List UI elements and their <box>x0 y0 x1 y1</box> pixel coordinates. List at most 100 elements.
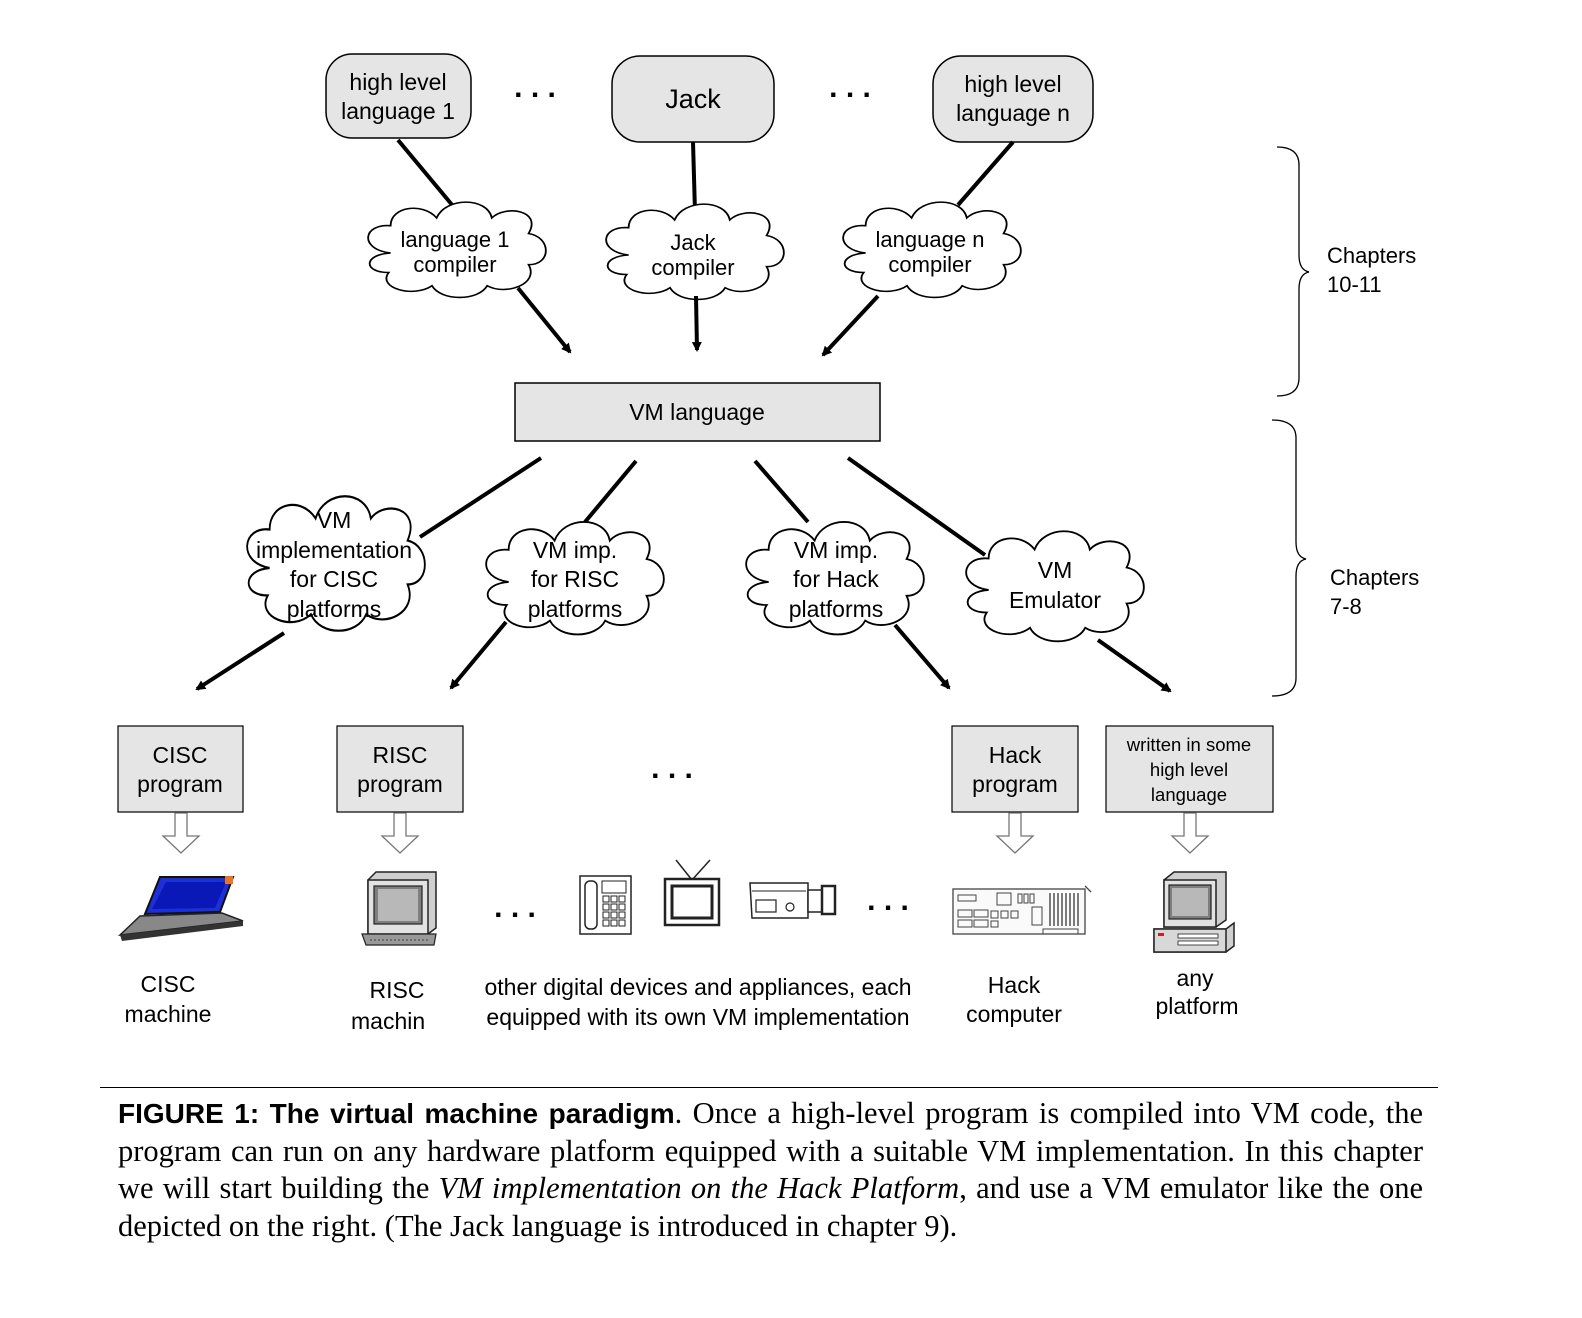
jack-box: Jack <box>611 55 775 143</box>
desktop-computer-icon <box>361 871 437 946</box>
compiler1-line1: language 1 <box>401 227 510 252</box>
vm-emulator-line1: VM <box>1038 557 1073 583</box>
compiler1-line2: compiler <box>413 252 496 277</box>
vm-language-label: VM language <box>629 399 765 425</box>
vm-cisc-line3: for CISC <box>290 566 378 592</box>
caption-label: FIGURE 1: The virtual machine paradigm <box>118 1098 675 1129</box>
jack-compiler-line2: compiler <box>651 255 734 280</box>
vm-language-box: VM language <box>514 382 881 442</box>
down-arrow-icon <box>995 812 1035 854</box>
lang1-box: high level language 1 <box>325 53 472 139</box>
vm-risc-line3: platforms <box>528 596 623 622</box>
arrow-cisc-program <box>195 631 286 691</box>
circuit-board-icon <box>952 885 1092 935</box>
jack-label: Jack <box>665 84 721 114</box>
brace-bottom-line2: 7-8 <box>1330 594 1362 619</box>
vm-paradigm-diagram: high level language 1 . . . Jack . . . h… <box>117 53 1419 1036</box>
compilern-line1: language n <box>876 227 985 252</box>
any-platform-line2: platform <box>1155 993 1238 1019</box>
langn-line2: language n <box>956 100 1070 126</box>
hack-program-line1: Hack <box>989 742 1042 768</box>
arrow-compiler1-vm <box>516 286 572 354</box>
down-arrow-icon <box>161 812 201 854</box>
compiler1-cloud: language 1 compiler <box>367 201 547 299</box>
line-vm-emulator <box>846 456 987 557</box>
camcorder-icon <box>749 882 837 919</box>
device-ellipsis-right: . . . <box>867 884 909 917</box>
any-platform-line1: any <box>1176 965 1214 991</box>
phone-icon <box>579 875 632 935</box>
cisc-program-line1: CISC <box>153 742 208 768</box>
other-devices-line2: equipped with its own VM implementation <box>486 1004 909 1030</box>
line-langn-compiler <box>956 140 1015 207</box>
highlevel-program-box: written in some high level language <box>1105 725 1274 813</box>
device-ellipsis-left: . . . <box>494 891 536 924</box>
compilern-line2: compiler <box>888 252 971 277</box>
highlevel-line1: written in some <box>1126 734 1251 755</box>
line-lang1-compiler <box>396 138 460 214</box>
line-vm-hack <box>753 459 810 524</box>
vm-hack-line1: VM imp. <box>794 537 878 563</box>
highlevel-line2: high level <box>1150 759 1228 780</box>
risc-program-line1: RISC <box>373 742 428 768</box>
vm-hack-line3: platforms <box>789 596 884 622</box>
caption-divider <box>100 1087 1438 1088</box>
vm-emulator-cloud: VM Emulator <box>965 530 1145 643</box>
risc-program-line2: program <box>357 771 443 797</box>
vm-risc-line2: for RISC <box>531 566 619 592</box>
vm-emulator-line2: Emulator <box>1009 587 1101 613</box>
vm-cisc-cloud: VM implementation for CISC platforms <box>246 495 426 632</box>
line-jack-compiler <box>691 141 697 213</box>
caption-text-2: , and use a VM emulator like the one dep… <box>118 1171 1424 1243</box>
vm-risc-cloud: VM imp. for RISC platforms <box>485 521 665 636</box>
line-vm-cisc <box>418 456 543 539</box>
vm-cisc-line1: VM <box>317 507 352 533</box>
program-ellipsis: . . . <box>651 752 693 785</box>
risc-machine-line1: RISC <box>370 977 425 1003</box>
hack-program-box: Hack program <box>951 725 1079 813</box>
top-ellipsis-left: . . . <box>514 71 556 104</box>
cisc-program-box: CISC program <box>117 725 244 813</box>
pc-tower-icon <box>1153 871 1235 953</box>
lang1-line2: language 1 <box>341 98 455 124</box>
hack-computer-line1: Hack <box>988 972 1041 998</box>
highlevel-line3: language <box>1151 784 1227 805</box>
vm-hack-cloud: VM imp. for Hack platforms <box>745 521 925 636</box>
vm-hack-line2: for Hack <box>793 566 879 592</box>
langn-line1: high level <box>964 71 1061 97</box>
vm-risc-line1: VM imp. <box>533 537 617 563</box>
down-arrow-icon <box>380 812 420 854</box>
figure-caption: FIGURE 1: The virtual machine paradigm. … <box>118 1095 1423 1245</box>
arrow-risc-program <box>449 620 508 690</box>
compilern-cloud: language n compiler <box>842 201 1022 299</box>
brace-bottom-line1: Chapters <box>1330 565 1419 590</box>
arrow-hack-program <box>893 623 951 690</box>
langn-box: high level language n <box>932 55 1094 143</box>
down-arrow-icon <box>1170 812 1210 854</box>
top-ellipsis-right: . . . <box>829 71 871 104</box>
caption-emphasis: VM implementation on the Hack Platform <box>438 1171 960 1205</box>
cisc-machine-line1: CISC <box>141 971 196 997</box>
laptop-icon <box>117 876 244 941</box>
lang1-line1: high level <box>349 69 446 95</box>
brace-top-line1: Chapters <box>1327 243 1416 268</box>
risc-program-box: RISC program <box>336 725 464 813</box>
vm-cisc-line2: implementation <box>256 537 412 563</box>
cisc-program-line2: program <box>137 771 223 797</box>
arrow-jackcompiler-vm <box>691 295 702 352</box>
hack-program-line2: program <box>972 771 1058 797</box>
arrow-emulator-program <box>1096 638 1172 693</box>
brace-chapters-10-11 <box>1276 146 1310 397</box>
jack-compiler-line1: Jack <box>670 230 716 255</box>
tv-icon <box>663 859 721 927</box>
brace-chapters-7-8 <box>1271 419 1307 697</box>
arrow-compilern-vm <box>821 294 880 357</box>
other-devices-line1: other digital devices and appliances, ea… <box>484 974 911 1000</box>
line-vm-risc <box>583 459 638 524</box>
hack-computer-line2: computer <box>966 1001 1062 1027</box>
vm-cisc-line4: platforms <box>287 596 382 622</box>
caption-text-1: . Once a high-level program is compiled … <box>118 1096 1423 1205</box>
cisc-machine-line2: machine <box>125 1001 212 1027</box>
jack-compiler-cloud: Jack compiler <box>605 203 785 301</box>
